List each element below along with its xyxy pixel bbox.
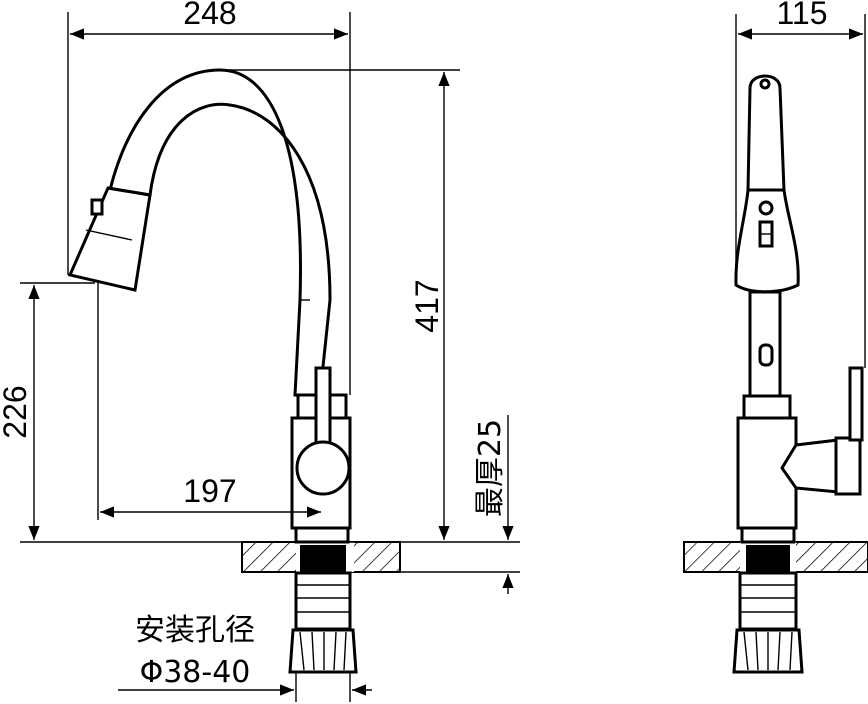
side-view: 115 bbox=[683, 0, 868, 674]
note-hole-label: 安装孔径 bbox=[135, 613, 255, 648]
side-spout bbox=[746, 74, 786, 192]
side-mounting-shank bbox=[732, 545, 804, 674]
note-hole-size: Φ38-40 bbox=[140, 655, 251, 690]
dim-label-197: 197 bbox=[183, 473, 236, 509]
lever-handle bbox=[295, 366, 351, 496]
spray-head bbox=[67, 186, 152, 292]
dimension-417 bbox=[220, 69, 460, 540]
dimension-115 bbox=[735, 14, 866, 368]
dimension-248 bbox=[67, 12, 351, 395]
dim-label-max-thickness: 最厚25 bbox=[473, 419, 508, 517]
dimension-226 bbox=[20, 282, 95, 540]
dimension-hole-diameter bbox=[118, 672, 372, 702]
side-lever bbox=[780, 366, 864, 496]
dim-label-226: 226 bbox=[0, 385, 33, 438]
side-spout-neck bbox=[748, 290, 782, 398]
countertop-front bbox=[20, 541, 520, 573]
dim-label-248: 248 bbox=[183, 0, 236, 31]
dim-label-417: 417 bbox=[409, 279, 445, 332]
dim-label-115: 115 bbox=[776, 0, 827, 31]
front-view: 248 417 226 197 最厚25 安装孔径 Φ38-40 bbox=[0, 0, 520, 702]
mounting-shank bbox=[288, 545, 358, 674]
side-spray-head bbox=[734, 188, 800, 294]
dimension-197 bbox=[97, 283, 321, 520]
